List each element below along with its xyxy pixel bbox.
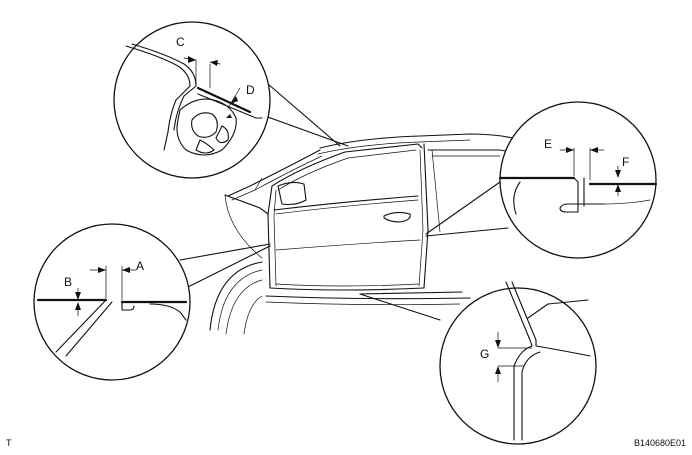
label-a: A bbox=[136, 259, 144, 273]
label-c: C bbox=[176, 35, 185, 49]
figure-code: B140680E01 bbox=[634, 438, 686, 448]
detail-circle-ef: E F bbox=[498, 101, 658, 259]
label-f: F bbox=[622, 155, 629, 169]
label-d: D bbox=[246, 83, 255, 97]
detail-circle-g: G bbox=[439, 281, 597, 445]
leader-lines bbox=[161, 83, 509, 321]
label-e: E bbox=[544, 137, 552, 151]
detail-circle-cd: C D bbox=[113, 21, 271, 179]
car-body bbox=[209, 133, 521, 335]
footer-left-mark: T bbox=[6, 438, 12, 448]
detail-circle-ab: A B bbox=[33, 223, 191, 381]
label-b: B bbox=[64, 275, 72, 289]
label-g: G bbox=[480, 347, 489, 361]
